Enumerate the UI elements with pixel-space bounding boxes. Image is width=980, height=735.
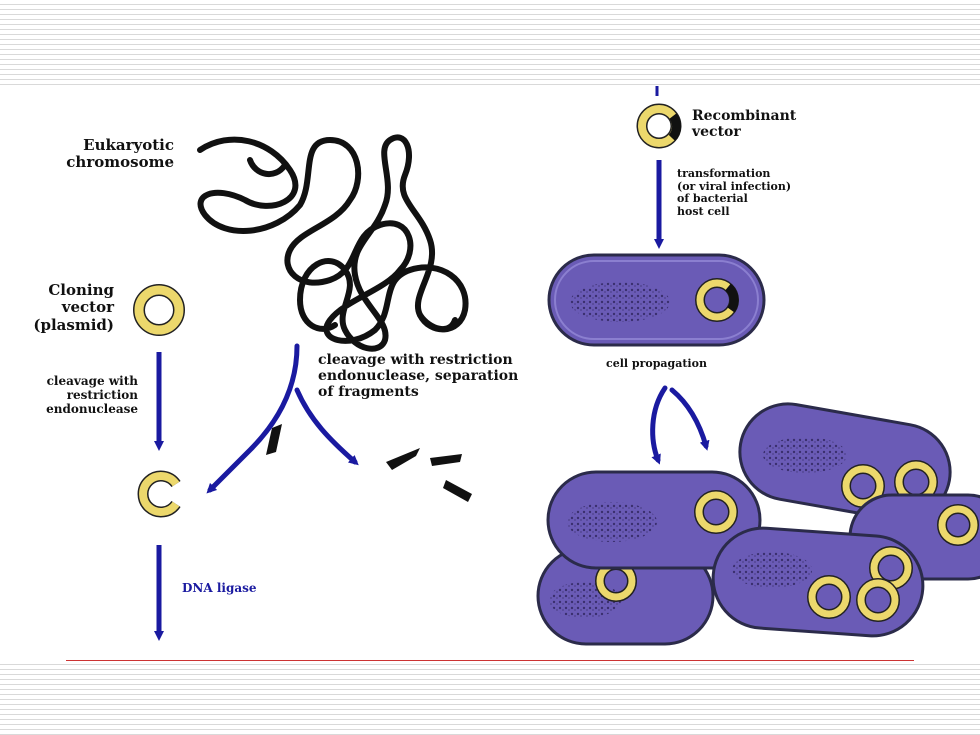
- arrow-branch-fragments: [206, 343, 359, 494]
- slide-divider-line: [66, 660, 914, 661]
- propagated-cells: [536, 402, 980, 646]
- label-cloning-vector: Cloning vector (plasmid): [33, 281, 114, 334]
- bacterial-host-cell: [547, 253, 766, 347]
- label-eukaryotic-chromosome: Eukaryotic chromosome: [66, 136, 174, 172]
- label-transformation: transformation (or viral infection) of b…: [677, 167, 792, 218]
- label-cell-propagation: cell propagation: [606, 357, 707, 370]
- cell-upper-right: [738, 402, 952, 522]
- label-cleavage-center: cleavage with restriction endonuclease, …: [318, 352, 519, 401]
- arrow-propagation: [650, 385, 710, 465]
- slide-bottom-stripes: [0, 660, 980, 735]
- label-dna-ligase: DNA ligase: [182, 581, 257, 595]
- dna-fragments: [266, 424, 472, 502]
- label-cleavage-left: cleavage with restriction endonuclease: [46, 374, 138, 416]
- slide-top-stripes: [0, 0, 980, 86]
- label-recombinant-vector: Recombinant vector: [692, 108, 797, 141]
- cell-middle-left: [546, 470, 762, 570]
- chromosome-tangle: [197, 134, 469, 352]
- cell-bottom-center: [711, 526, 925, 638]
